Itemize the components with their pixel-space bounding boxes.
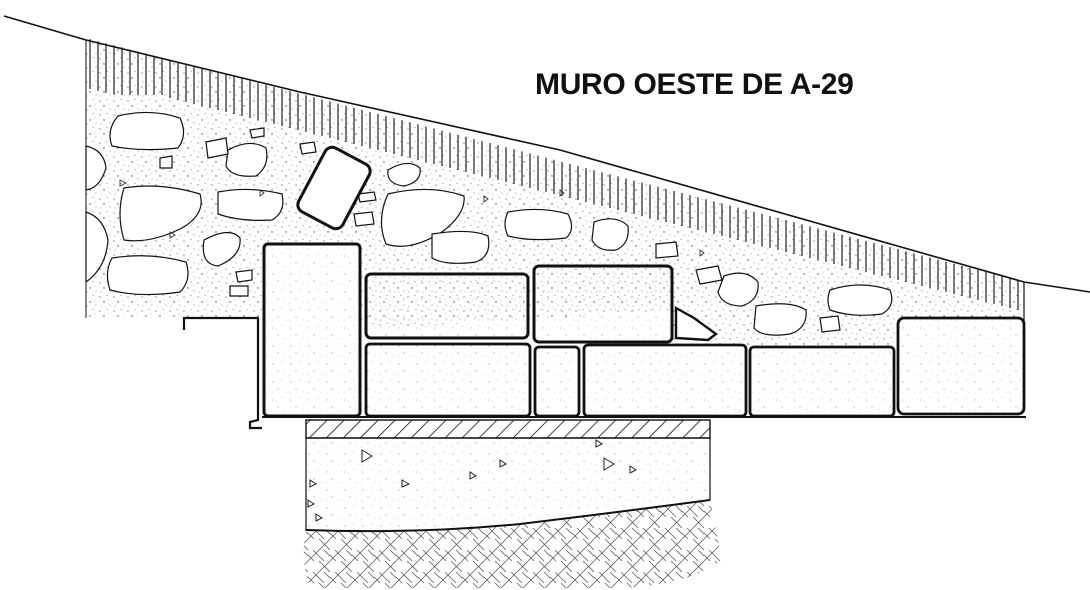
ground-surface-line	[3, 15, 1090, 293]
footing-bottom-line	[305, 499, 711, 533]
rubble-stones	[85, 111, 893, 336]
fill-marks	[119, 179, 705, 257]
tilted-stone	[296, 145, 372, 231]
block-lower-2	[533, 345, 581, 418]
natural-ground	[303, 500, 722, 588]
block-lower-4	[748, 345, 896, 418]
drawing-title: MURO OESTE DE A-29	[535, 68, 854, 101]
block-tall-left	[262, 242, 362, 418]
block-upper-1	[364, 272, 530, 340]
block-lower-3	[582, 343, 748, 418]
foundation-strip	[305, 419, 711, 439]
left-ledge	[182, 316, 262, 430]
block-upper-2	[532, 264, 674, 344]
block-lower-5	[896, 316, 1026, 416]
rubble-fill	[86, 40, 1024, 345]
block-lower-1	[364, 342, 532, 418]
footing-aggregate	[307, 439, 637, 522]
block-upper-fragment	[674, 305, 719, 342]
